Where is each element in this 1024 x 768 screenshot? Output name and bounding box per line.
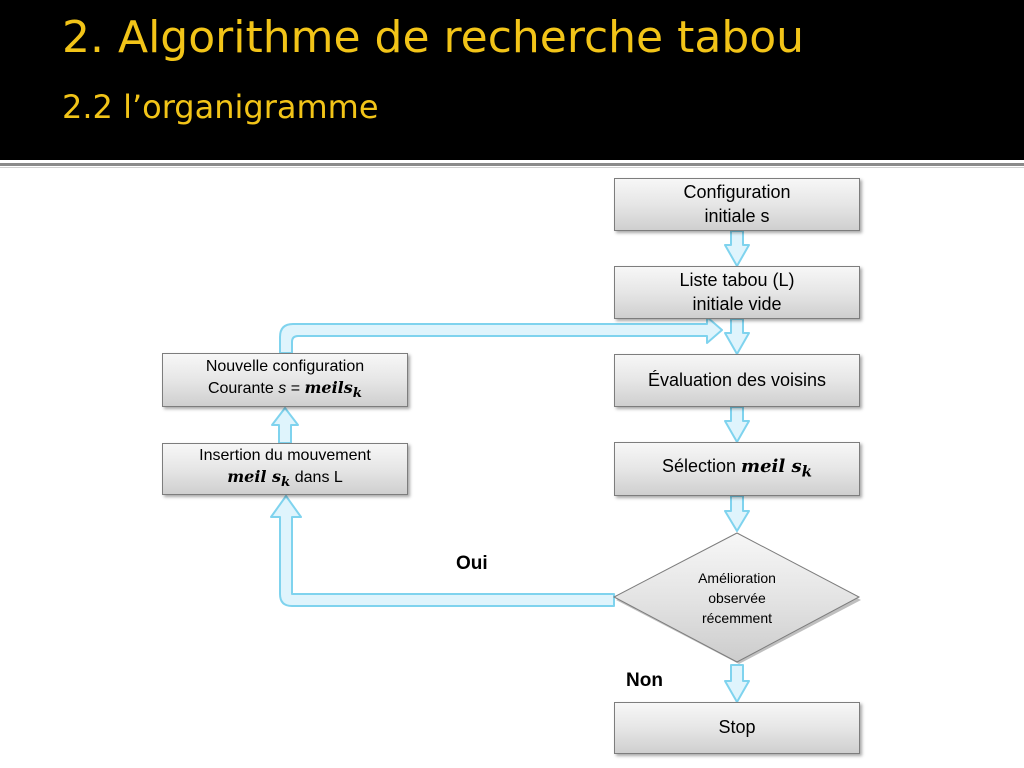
evaluate-neighbors-box: Évaluation des voisins (614, 354, 860, 407)
arrow-init-to-tabu (724, 230, 750, 267)
insert-move-subscript: k (281, 474, 291, 491)
select-best-label: Sélection meil sk (662, 455, 812, 482)
new-configuration-prefix: Courante (207, 380, 274, 398)
new-configuration-line2: Courante s = meilsk (206, 378, 364, 403)
insert-move-math: meil s (227, 467, 282, 487)
evaluate-neighbors-label: Évaluation des voisins (647, 369, 827, 390)
decision-label-line1: Amélioration (698, 570, 776, 586)
decision-label-line3: récemment (701, 610, 773, 626)
decision-diamond (612, 532, 862, 664)
new-configuration-var: s (278, 380, 287, 398)
decision-label: Amélioration observée récemment (687, 568, 787, 628)
insert-move-line2: meil sk dans L (199, 467, 371, 492)
select-best-box: Sélection meil sk (614, 442, 860, 496)
slide-title: 2. Algorithme de recherche tabou (62, 12, 805, 63)
initial-configuration-line2: initiale s (704, 205, 770, 226)
arrow-eval-to-select (724, 406, 750, 443)
branch-yes-label: Oui (456, 553, 488, 574)
arrow-decision-to-stop (724, 664, 750, 703)
arrow-newconfig-to-eval (279, 316, 723, 354)
tabu-list-init-line1: Liste tabou (L) (679, 270, 795, 291)
insert-move-suffix: dans L (294, 469, 343, 487)
header-divider-thin (0, 167, 1024, 168)
arrow-insert-to-newconfig (271, 407, 299, 444)
new-configuration-box: Nouvelle configuration Courante s = meil… (162, 353, 408, 407)
branch-no-label: Non (626, 670, 663, 691)
decision-label-line2: observée (708, 590, 766, 606)
stop-box: Stop (614, 702, 860, 754)
initial-configuration-line1: Configuration (683, 182, 791, 203)
insert-move-line1: Insertion du mouvement (199, 447, 371, 465)
initial-configuration-box: Configuration initiale s (614, 178, 860, 231)
select-best-subscript: k (801, 463, 813, 482)
slide-header: 2. Algorithme de recherche tabou 2.2 l’o… (0, 0, 1024, 160)
insert-move-box: Insertion du mouvement meil sk dans L (162, 443, 408, 495)
select-best-math: meil s (741, 456, 802, 478)
decision-diamond-shape (612, 532, 861, 664)
tabu-list-init-box: Liste tabou (L) initiale vide (614, 266, 860, 319)
new-configuration-subscript: k (352, 385, 363, 402)
tabu-list-init-line2: initiale vide (692, 293, 782, 314)
new-configuration-equals: = (290, 380, 301, 398)
slide-subtitle: 2.2 l’organigramme (62, 88, 379, 126)
select-best-prefix: Sélection (661, 456, 737, 477)
new-configuration-line1: Nouvelle configuration (205, 358, 365, 376)
new-configuration-math: meils (304, 378, 353, 398)
arrow-select-to-decision (724, 495, 750, 532)
arrow-decision-to-insert (270, 495, 615, 607)
stop-label: Stop (718, 717, 756, 738)
arrow-tabu-to-eval (724, 318, 750, 355)
header-divider (0, 163, 1024, 166)
